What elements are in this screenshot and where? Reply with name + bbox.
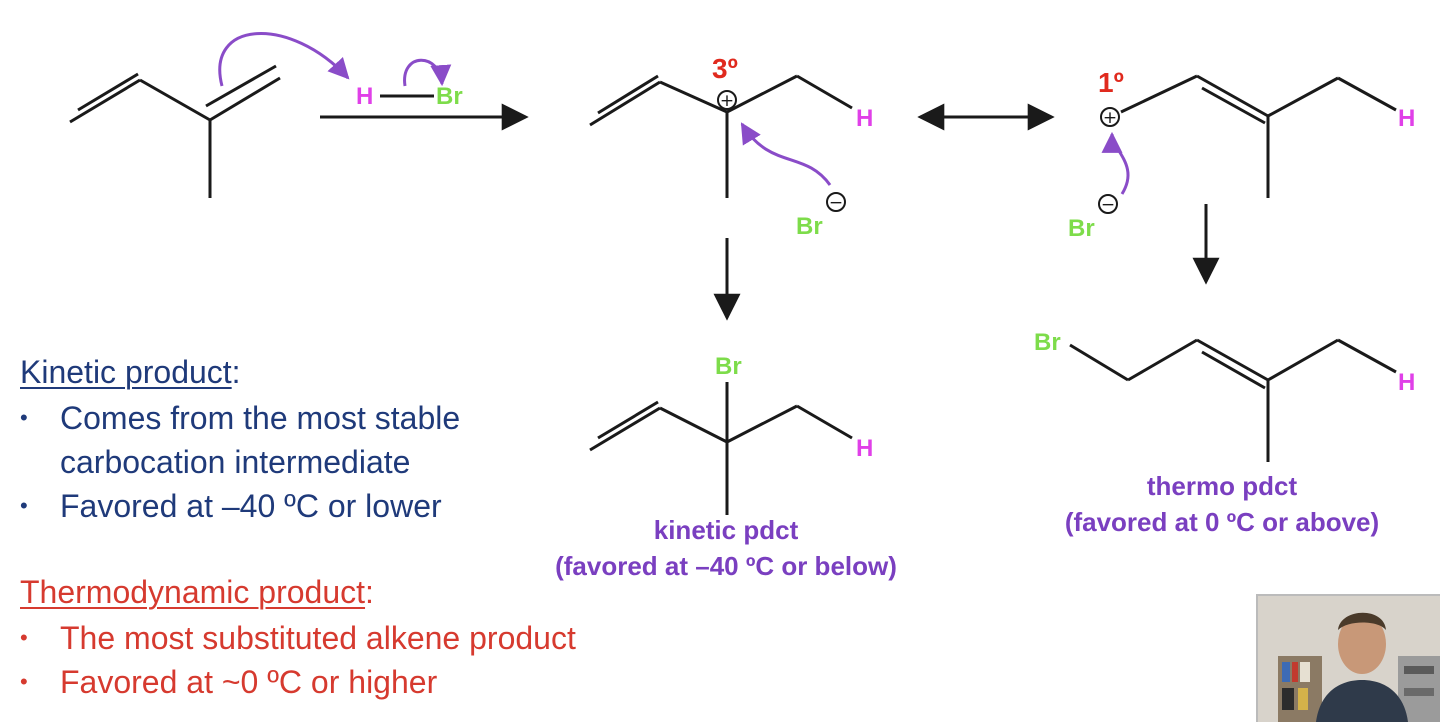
tertiary-carbocation-structure bbox=[589, 74, 853, 198]
plus-sign: + bbox=[720, 91, 734, 111]
bullet-icon: • bbox=[20, 625, 28, 650]
h-label-3: H bbox=[856, 435, 873, 462]
thermo-bullet-text-1: The most substituted alkene product bbox=[60, 620, 576, 656]
thermo-br-label: Br bbox=[1034, 329, 1061, 356]
kinetic-heading: Kinetic product: bbox=[20, 354, 241, 391]
minus-sign: − bbox=[1101, 195, 1115, 215]
thermo-product-name: thermo pdct bbox=[1146, 471, 1298, 501]
br-anion-label-2: Br bbox=[1068, 215, 1095, 242]
minus-charge-icon bbox=[1098, 194, 1118, 214]
thermo-heading-text: Thermodynamic product bbox=[20, 574, 366, 610]
thermo-heading-colon: : bbox=[365, 574, 374, 610]
curved-arrow-br-attack-2 bbox=[1101, 131, 1130, 195]
kinetic-product-name: kinetic pdct bbox=[653, 515, 799, 545]
presenter-video-thumbnail bbox=[1256, 594, 1440, 722]
kinetic-br-label: Br bbox=[715, 353, 742, 380]
kinetic-product-structure bbox=[589, 382, 853, 515]
reagent-br-label: Br bbox=[436, 83, 463, 110]
plus-charge-icon bbox=[1100, 107, 1120, 127]
bullet-icon: • bbox=[20, 405, 28, 430]
curved-arrow-br-attack-1 bbox=[740, 122, 832, 186]
thermo-heading: Thermodynamic product: bbox=[20, 574, 374, 611]
primary-carbocation-structure bbox=[1120, 74, 1397, 198]
kinetic-heading-text: Kinetic product bbox=[20, 354, 232, 390]
minus-sign: − bbox=[829, 193, 843, 213]
kinetic-product-caption: kinetic pdct (favored at –40 ºC or below… bbox=[510, 512, 942, 584]
thermo-product-caption: thermo pdct (favored at 0 ºC or above) bbox=[1022, 468, 1422, 540]
reagent-h-label: H bbox=[356, 83, 373, 110]
br-anion-label-1: Br bbox=[796, 213, 823, 240]
minus-charge-icon bbox=[826, 192, 846, 212]
tertiary-degree-label: 3º bbox=[712, 53, 738, 84]
kinetic-bullet-text-2: carbocation intermediate bbox=[60, 444, 411, 480]
kinetic-bullet-text-1: Comes from the most stable bbox=[60, 400, 461, 436]
kinetic-product-condition: (favored at –40 ºC or below) bbox=[555, 551, 897, 581]
h-label-1: H bbox=[856, 105, 873, 132]
bullet-icon: • bbox=[20, 493, 28, 518]
thermo-product-structure bbox=[1069, 338, 1397, 462]
kinetic-heading-colon: : bbox=[231, 354, 241, 390]
plus-charge-icon bbox=[717, 90, 737, 110]
h-label-2: H bbox=[1398, 105, 1415, 132]
bullet-icon: • bbox=[20, 669, 28, 694]
thermo-product-condition: (favored at 0 ºC or above) bbox=[1064, 507, 1380, 537]
h-label-4: H bbox=[1398, 369, 1415, 396]
isoprene-structure bbox=[69, 64, 281, 198]
curved-arrow-to-h bbox=[218, 32, 350, 87]
presenter-image bbox=[1258, 596, 1440, 722]
primary-degree-label: 1º bbox=[1098, 67, 1124, 98]
kinetic-bullet-text-3: Favored at –40 ºC or lower bbox=[60, 488, 442, 524]
plus-sign: + bbox=[1103, 108, 1117, 128]
curved-arrow-hbr bbox=[403, 58, 452, 87]
thermo-bullet-text-2: Favored at ~0 ºC or higher bbox=[60, 664, 438, 700]
